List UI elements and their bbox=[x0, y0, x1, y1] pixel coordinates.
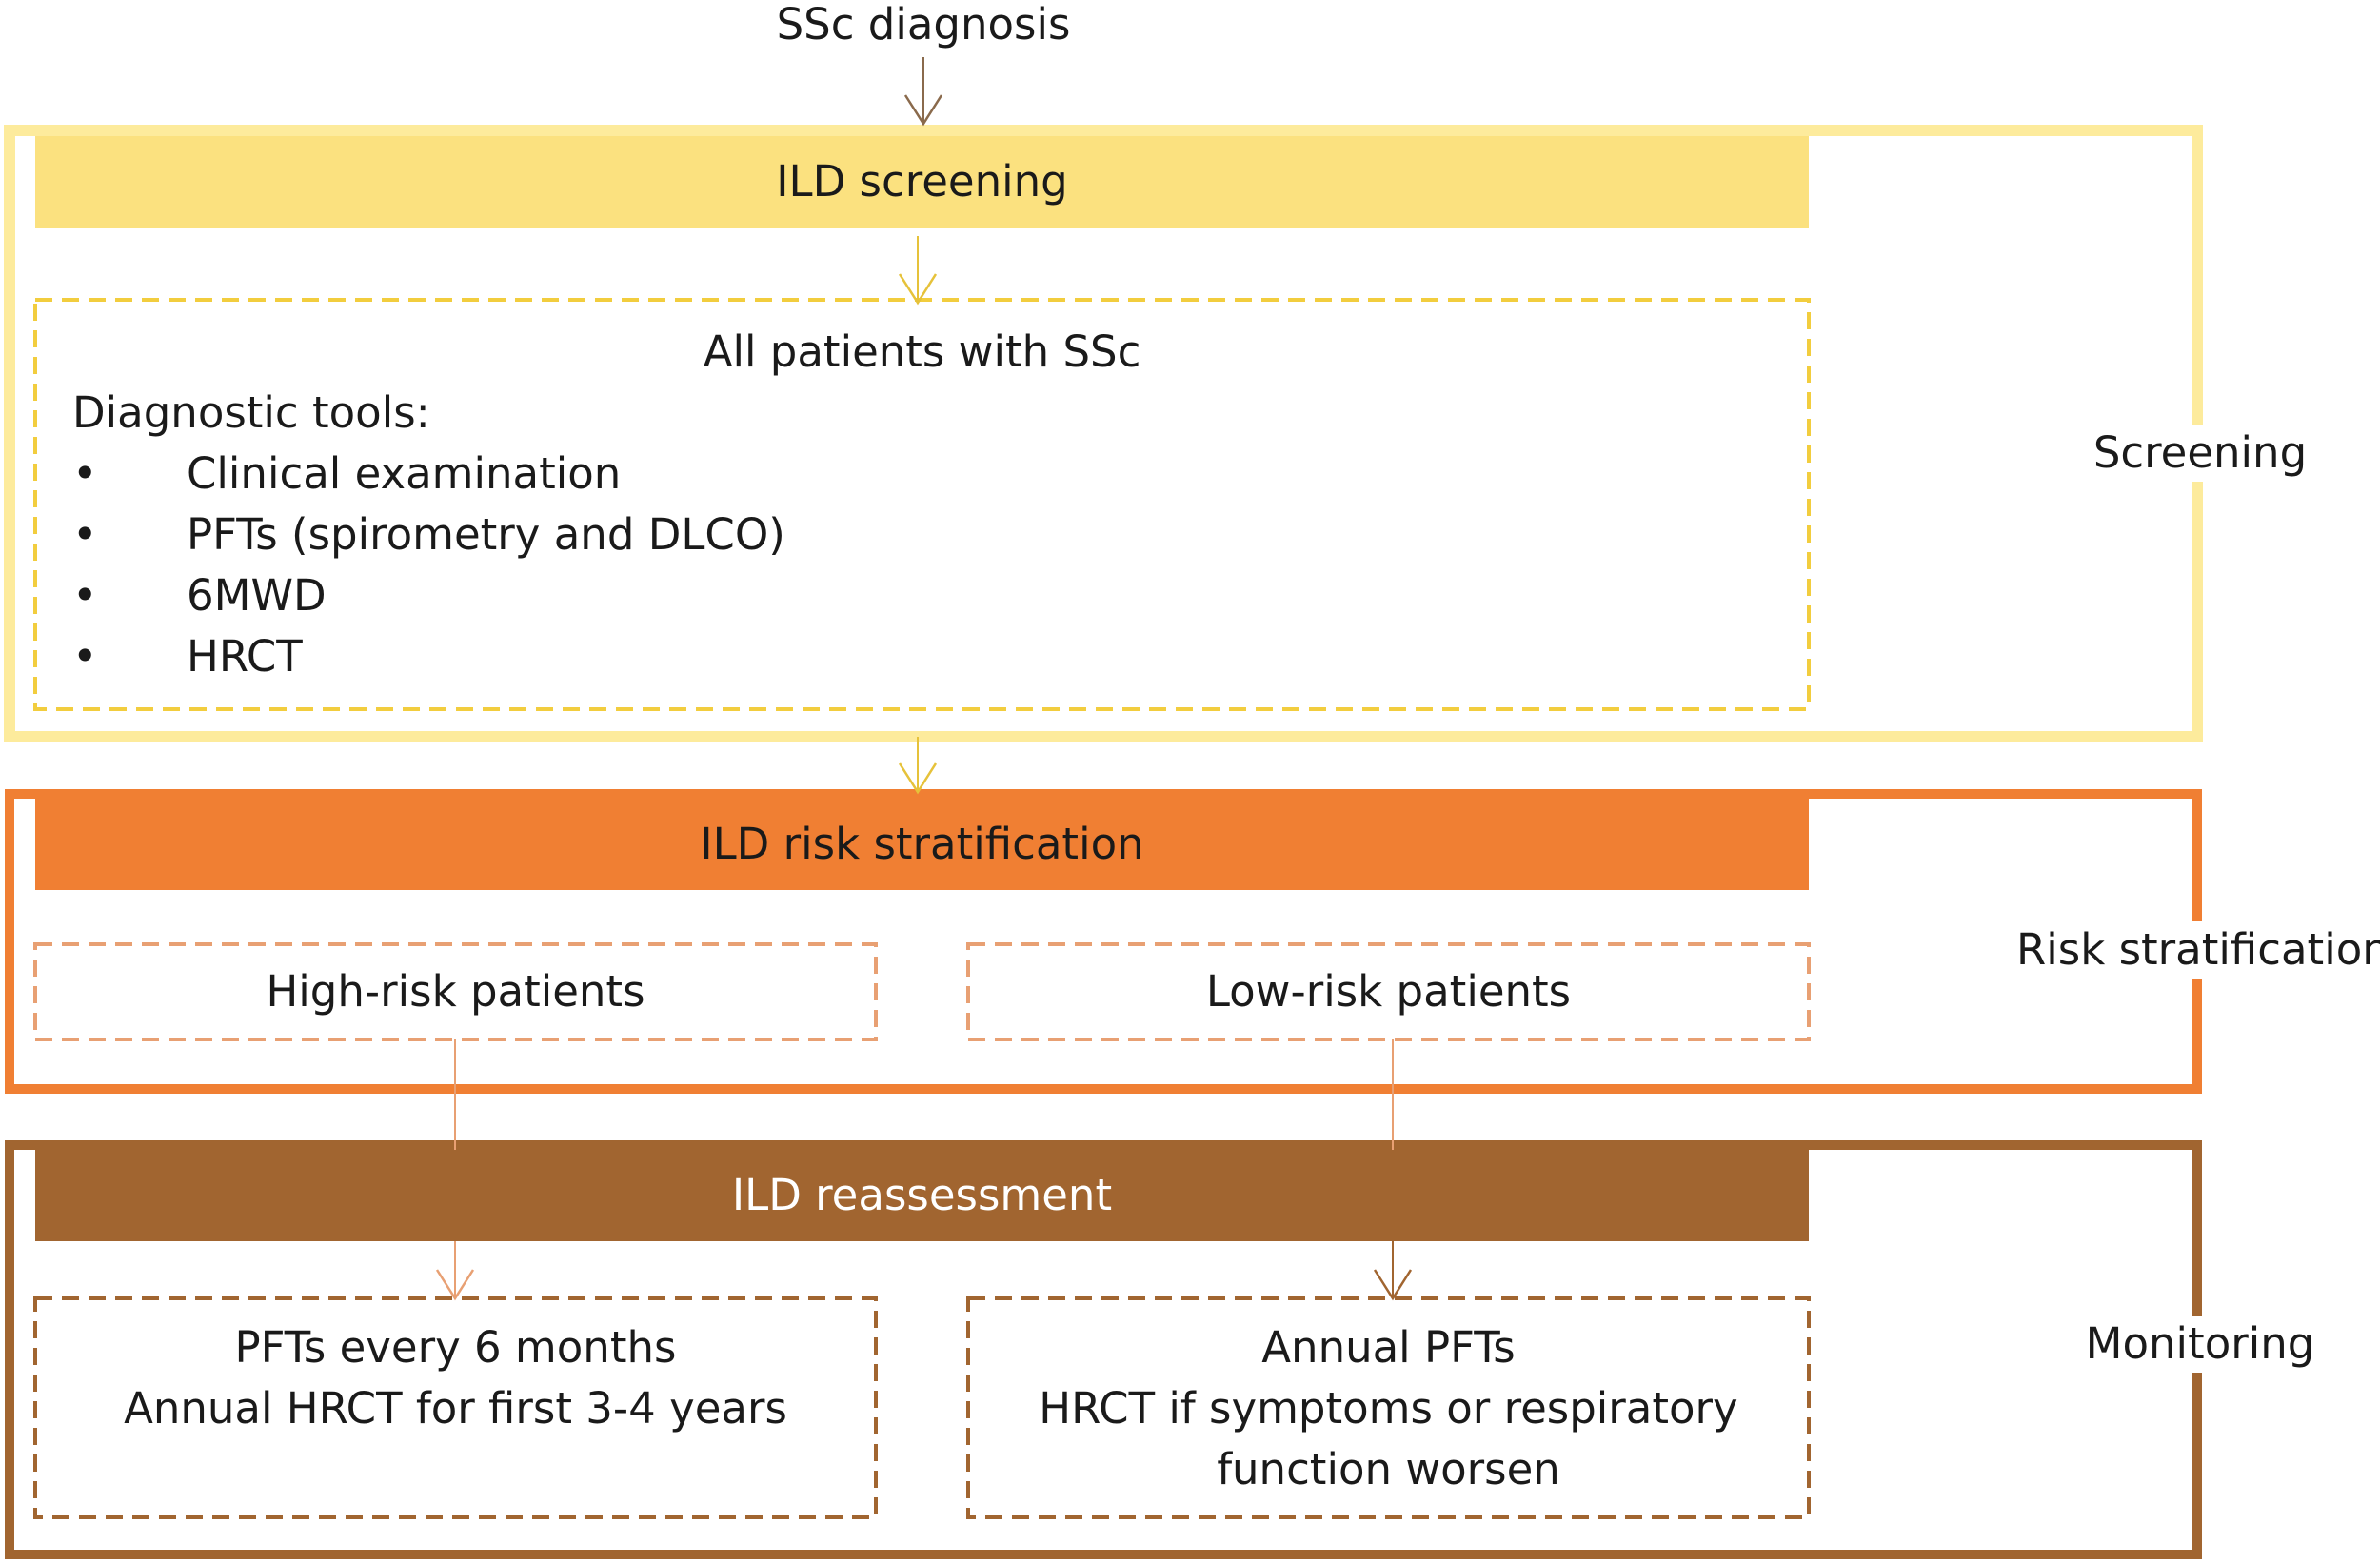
list-item-text: Clinical examination bbox=[187, 448, 622, 499]
diagnostic-tools-label: Diagnostic tools: bbox=[72, 383, 1500, 444]
bullet-icon: • bbox=[72, 509, 98, 560]
list-item-text: 6MWD bbox=[187, 570, 327, 621]
monitoring-side-label: Monitoring bbox=[2072, 1316, 2329, 1373]
list-item-text: PFTs (spirometry and DLCO) bbox=[187, 509, 785, 560]
screening-header-bar bbox=[35, 136, 1809, 228]
screening-header-label: ILD screening bbox=[776, 156, 1068, 207]
low-risk-plan-line-3: function worsen bbox=[1217, 1444, 1560, 1494]
high-risk-plan-line-1: PFTs every 6 months bbox=[234, 1322, 677, 1373]
high-risk-box bbox=[33, 942, 878, 1041]
start-label: SSc diagnosis bbox=[776, 0, 1071, 49]
monitoring-header-label: ILD reassessment bbox=[731, 1170, 1113, 1220]
arrowhead-screening-to-risk bbox=[898, 762, 938, 795]
screening-side-label: Screening bbox=[2091, 425, 2310, 482]
risk-header-label: ILD risk stratification bbox=[700, 819, 1144, 869]
bullet-icon: • bbox=[72, 448, 98, 499]
low-risk-plan-line-1: Annual PFTs bbox=[1261, 1322, 1516, 1373]
list-item: • HRCT bbox=[72, 626, 1500, 687]
arrowhead-diagnosis-to-screening bbox=[903, 94, 943, 127]
arrowhead-reassessment-to-low-plan bbox=[1373, 1269, 1413, 1301]
list-item-text: HRCT bbox=[187, 631, 303, 682]
risk-header-bar bbox=[35, 799, 1809, 890]
bullet-icon: • bbox=[72, 570, 98, 621]
list-item: • 6MWD bbox=[72, 565, 1500, 626]
monitoring-header-bar bbox=[35, 1150, 1809, 1241]
screening-tools-box bbox=[33, 298, 1811, 711]
high-risk-plan-box bbox=[33, 1296, 878, 1519]
low-risk-label: Low-risk patients bbox=[1205, 966, 1572, 1017]
high-risk-label: High-risk patients bbox=[266, 966, 645, 1017]
low-risk-plan-line-2: HRCT if symptoms or respiratory bbox=[1039, 1383, 1738, 1434]
high-risk-plan-line-2: Annual HRCT for first 3-4 years bbox=[124, 1383, 787, 1434]
diagnostic-tools-list: Diagnostic tools: •Clinical examination … bbox=[72, 383, 1500, 687]
list-item: • PFTs (spirometry and DLCO) bbox=[72, 505, 1500, 565]
risk-side-label: Risk stratification bbox=[2016, 921, 2380, 979]
bullet-icon: • bbox=[72, 631, 98, 682]
screening-box-title: All patients with SSc bbox=[703, 326, 1141, 377]
arrowhead-screening-header-to-box bbox=[898, 273, 938, 306]
diagnostic-tools-label-text: Diagnostic tools: bbox=[72, 387, 430, 438]
arrowhead-reassessment-to-high-plan bbox=[435, 1269, 475, 1301]
low-risk-box bbox=[966, 942, 1811, 1041]
list-item: • Clinical examination bbox=[72, 444, 1500, 505]
low-risk-plan-box bbox=[966, 1296, 1811, 1519]
